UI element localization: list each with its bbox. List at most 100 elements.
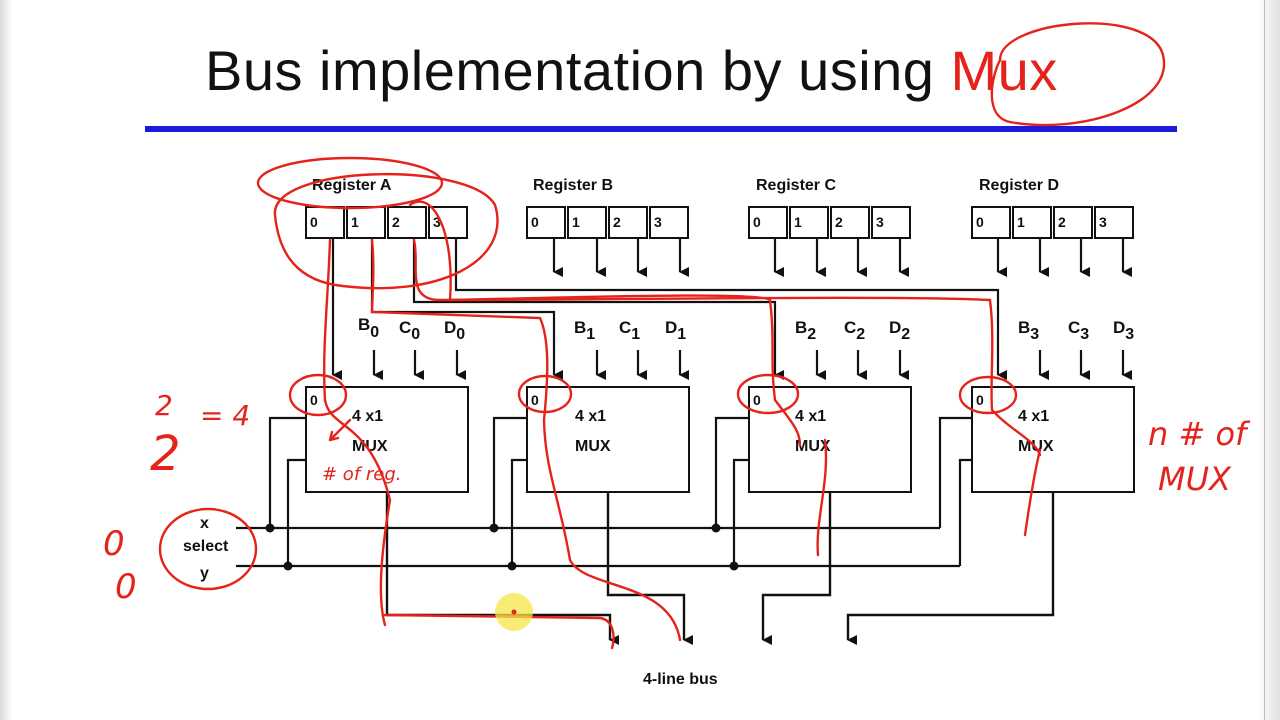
junction-dot: [265, 523, 275, 533]
slide-title: Bus implementation by using Mux: [205, 38, 1058, 103]
mux3-b-sub: 3: [1030, 326, 1039, 343]
mux2-output-wire: [761, 492, 832, 645]
mux2-c-letter: C: [844, 318, 856, 337]
mux1-c-sub: 1: [631, 326, 640, 343]
trace-bus-0: [383, 613, 615, 650]
mux1-d-sub: 1: [677, 326, 686, 343]
cursor-dot: [511, 609, 517, 615]
trace-a0: [323, 238, 392, 627]
svg-text:D2: D2: [889, 318, 910, 343]
mux2-d-letter: D: [889, 318, 901, 337]
select-lines: [236, 416, 972, 568]
svg-text:B0: B0: [358, 315, 379, 341]
mux0-input-labels: B0 C0 D0: [358, 315, 465, 343]
register-d-cell-1: [1012, 206, 1052, 239]
svg-text:B3: B3: [1018, 318, 1039, 343]
mux2-d-sub: 2: [901, 326, 910, 343]
mux0-d-letter: D: [444, 318, 456, 337]
mux3-b-letter: B: [1018, 318, 1030, 337]
left-window-edge: [0, 0, 12, 720]
a2-to-mux2-wire: [412, 238, 784, 380]
register-c-bit-2: 2: [835, 214, 843, 230]
mux2-input-circle: [736, 373, 800, 415]
mux0-label-4x1: 4 x1: [352, 408, 383, 425]
mux1-output-wire: [606, 492, 693, 645]
mux1-b-letter: B: [574, 318, 586, 337]
mux1-d-letter: D: [665, 318, 677, 337]
a3-to-mux3-wire: [454, 238, 1007, 380]
register-b: [526, 206, 689, 239]
register-b-cell-0: [526, 206, 566, 239]
mux1-b-sub: 1: [586, 326, 595, 343]
register-a-bit-3: 3: [433, 214, 441, 230]
register-c-label: Register C: [756, 177, 836, 194]
mux3-input-circle: [958, 375, 1018, 415]
mux0-label-mux: MUX: [352, 438, 388, 455]
mux0-c-sub: 0: [411, 326, 420, 343]
junction-dot: [729, 561, 739, 571]
register-b-cell-1: [567, 206, 607, 239]
register-d-bit-3: 3: [1099, 214, 1107, 230]
handwritten-annotations: [158, 22, 1166, 650]
mux2-b-sub: 2: [807, 326, 816, 343]
mux2-input0-label: 0: [753, 392, 761, 408]
svg-text:C2: C2: [844, 318, 865, 343]
register-d: [971, 206, 1134, 239]
mux0-d-sub: 0: [456, 326, 465, 343]
register-a-cell-0: [305, 206, 345, 239]
trace-a1: [370, 238, 682, 642]
mux3-input-labels: B3 C3 D3: [1018, 318, 1134, 343]
register-c-cell-2: [830, 206, 870, 239]
register-c-cell-3: [871, 206, 911, 239]
trace-a3: [408, 200, 1042, 457]
register-d-cell-2: [1053, 206, 1093, 239]
bus-label: 4-line bus: [643, 671, 718, 688]
svg-text:B1: B1: [574, 318, 595, 343]
handwritten-text: 2 2 = 4 # of reg. 0 0 n # of MUX: [103, 389, 1251, 607]
annotation-x-value: 0: [103, 524, 125, 564]
mux1-c-letter: C: [619, 318, 631, 337]
annotation-right-note-1: n # of: [1148, 415, 1251, 453]
junction-dot: [489, 523, 499, 533]
annotation-equals: = 4: [200, 399, 250, 432]
mux1-label-mux: MUX: [575, 438, 611, 455]
title-underline: [145, 126, 1177, 132]
mux2-c-sub: 2: [856, 326, 865, 343]
mux2-label-4x1: 4 x1: [795, 408, 826, 425]
mux-input-arrows: [372, 350, 1132, 380]
junction-dot: [283, 561, 293, 571]
register-a-cells-circle: [273, 172, 499, 290]
svg-text:C3: C3: [1068, 318, 1089, 343]
mux1-label-4x1: 4 x1: [575, 408, 606, 425]
mux0-sel-x: [268, 416, 306, 528]
mux1-sel-y: [510, 458, 527, 566]
trace-mux3-out: [1023, 448, 1042, 537]
register-b-bit-0: 0: [531, 214, 539, 230]
title-text: Bus implementation by using: [205, 39, 951, 102]
register-d-cell-3: [1094, 206, 1134, 239]
mux2-b-letter: B: [795, 318, 807, 337]
mux3-c-letter: C: [1068, 318, 1080, 337]
register-b-cell-2: [608, 206, 648, 239]
mux1-sel-x: [492, 416, 527, 528]
mux0-c-letter: C: [399, 318, 411, 337]
trace-a2: [412, 238, 802, 447]
register-c: [748, 206, 911, 239]
register-a-wires: [331, 238, 1007, 380]
right-scrollbar-edge[interactable]: [1258, 0, 1280, 720]
svg-text:D0: D0: [444, 318, 465, 343]
mux0-sel-y: [286, 458, 306, 566]
mux1-box: [526, 386, 690, 493]
register-c-cell-1: [789, 206, 829, 239]
register-b-bit-2: 2: [613, 214, 621, 230]
register-d-label: Register D: [979, 177, 1059, 194]
junction-dot: [507, 561, 517, 571]
annotation-y-value: 0: [115, 567, 137, 607]
mux2-input-labels: B2 C2 D2: [795, 318, 910, 343]
annotation-note-reg: # of reg.: [322, 464, 402, 485]
register-d-cell-0: [971, 206, 1011, 239]
trace-mux2-out: [816, 438, 828, 557]
svg-text:D1: D1: [665, 318, 686, 343]
